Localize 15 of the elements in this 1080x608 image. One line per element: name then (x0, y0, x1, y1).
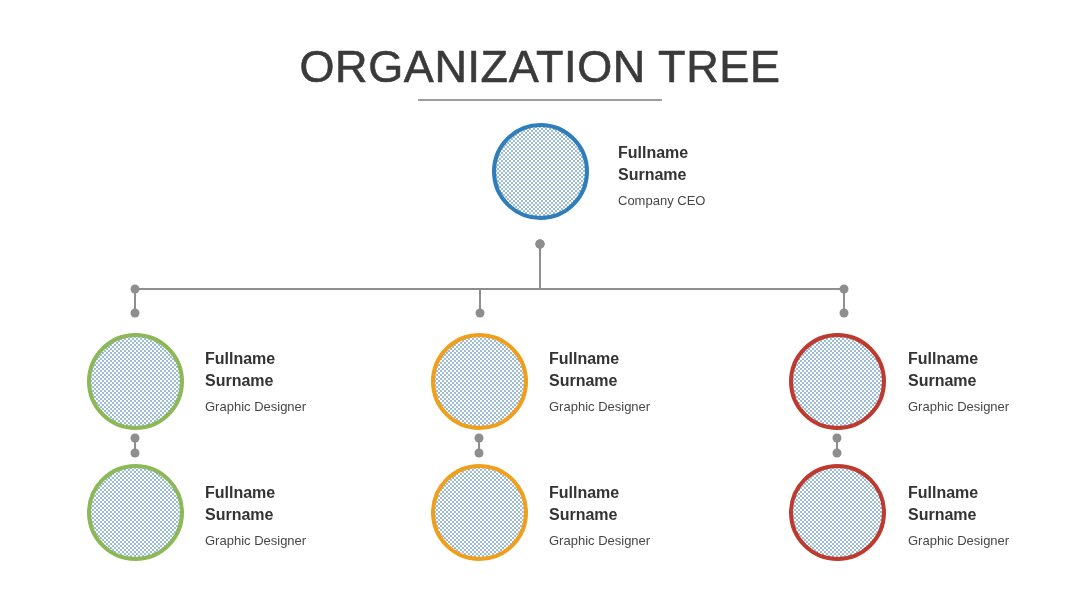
person-name: Fullname Surname (908, 483, 979, 525)
job-title: Graphic Designer (908, 398, 1010, 416)
job-title: Company CEO (618, 192, 706, 210)
diagram-title: ORGANIZATION TREE (299, 44, 781, 89)
person-name: Fullname Surname (618, 143, 689, 185)
person-name: Fullname Surname (549, 349, 620, 391)
job-title: Graphic Designer (549, 532, 651, 550)
job-title: Graphic Designer (549, 398, 651, 416)
person-name: Fullname Surname (908, 349, 979, 391)
job-title: Graphic Designer (205, 398, 307, 416)
job-title: Graphic Designer (908, 532, 1010, 550)
person-name: Fullname Surname (205, 349, 276, 391)
person-name: Fullname Surname (549, 483, 620, 525)
person-name: Fullname Surname (205, 483, 276, 525)
job-title: Graphic Designer (205, 532, 307, 550)
